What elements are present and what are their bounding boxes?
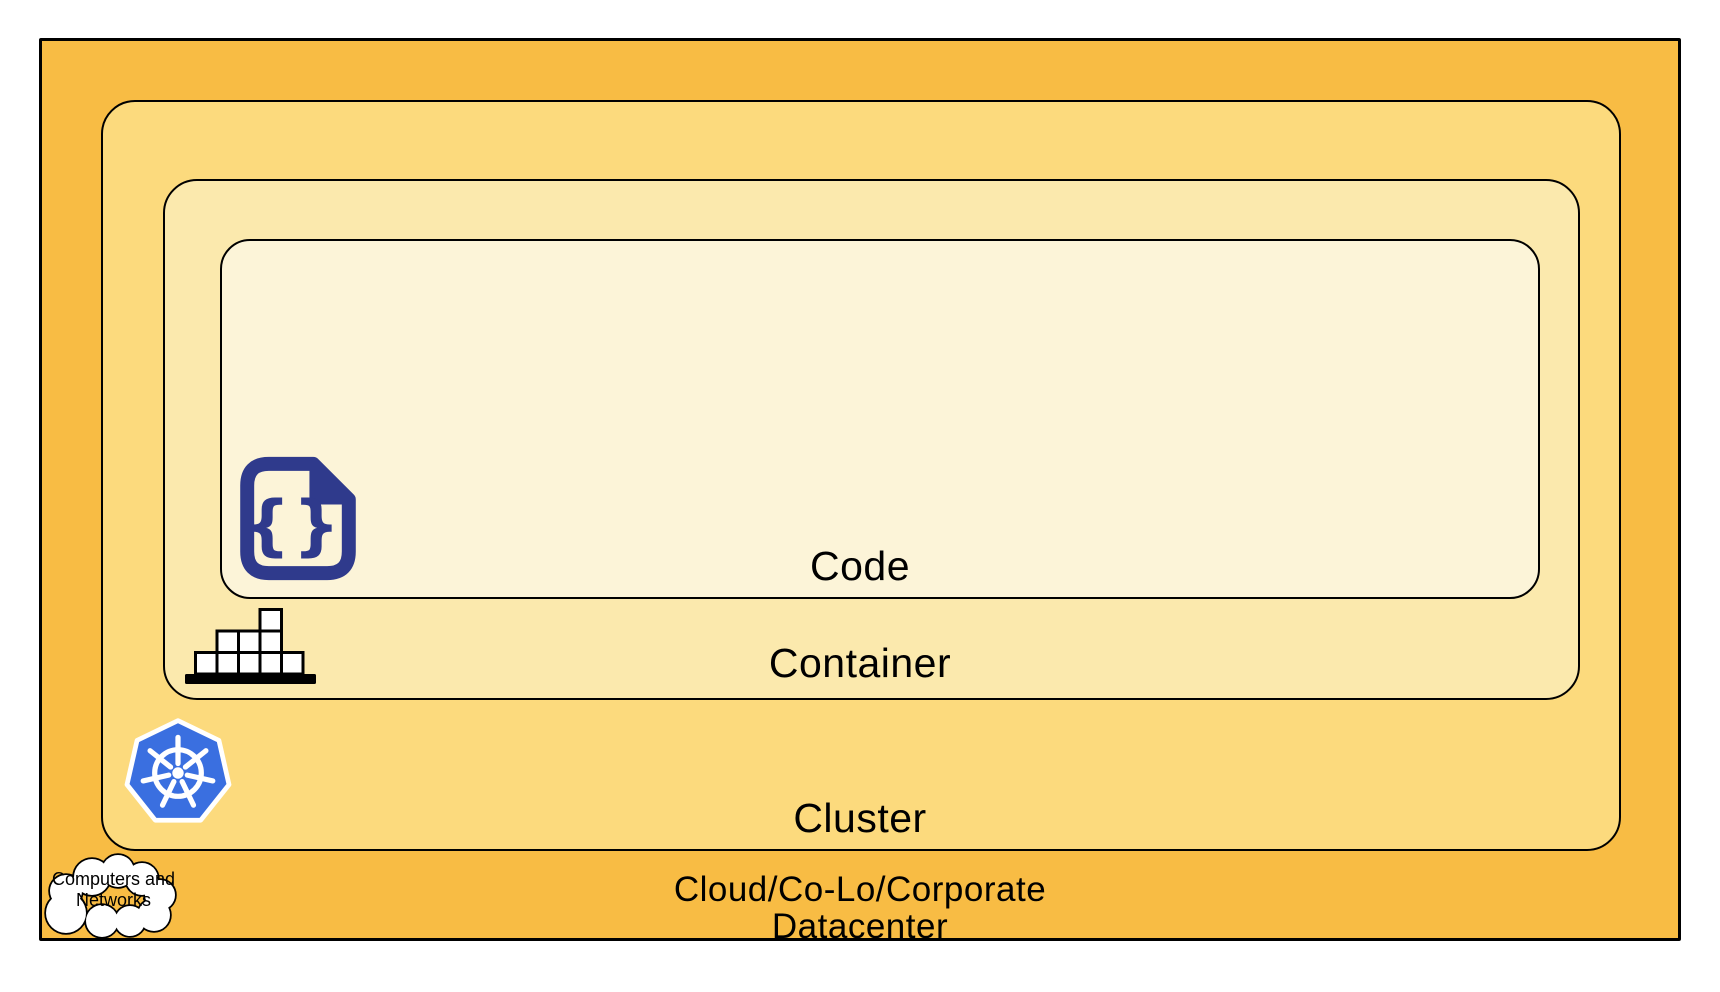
layer-label-cloud-datacenter: Cloud/Co-Lo/Corporate Datacenter [674, 871, 1046, 945]
kubernetes-icon [119, 714, 237, 832]
cloud-callout: Computers and Networks [40, 847, 187, 942]
layer-label-code: Code [809, 543, 911, 589]
cloud-datacenter-label-line1: Cloud/Co-Lo/Corporate [673, 870, 1047, 909]
cloud-callout-text: Computers and Networks [40, 869, 187, 911]
layer-label-container: Container [768, 640, 952, 686]
container-blocks-icon [185, 608, 316, 684]
cloud-callout-line2: Networks [75, 890, 151, 910]
layer-label-cluster: Cluster [793, 795, 927, 841]
cloud-callout-line1: Computers and [51, 869, 176, 889]
code-file-icon: {} [237, 455, 359, 582]
cloud-icon [44, 853, 177, 939]
cloud-datacenter-label-line2: Datacenter [771, 907, 949, 946]
svg-text:{}: {} [243, 487, 342, 564]
layer-code [220, 239, 1540, 599]
